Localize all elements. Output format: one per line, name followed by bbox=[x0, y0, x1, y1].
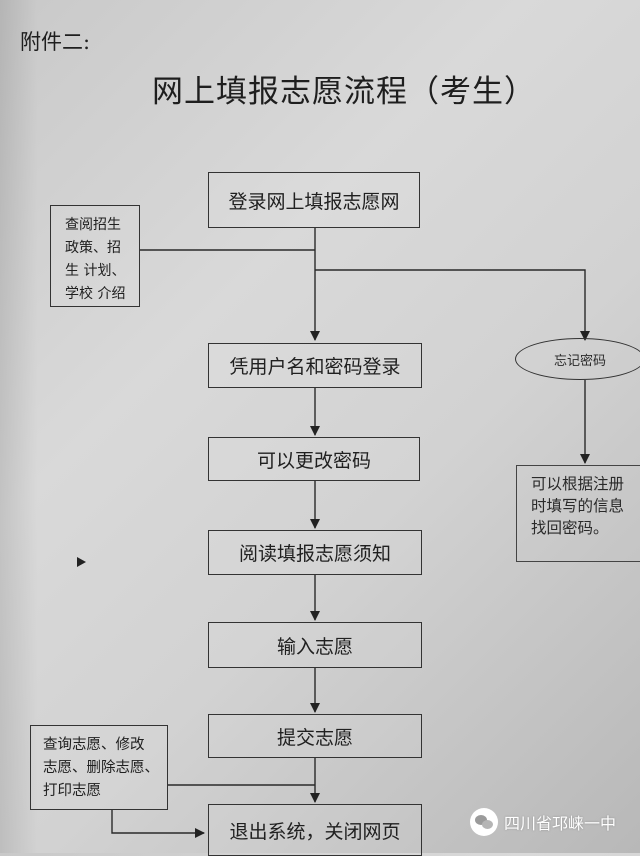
connector-branch-forgot bbox=[315, 269, 590, 341]
query-line: 志愿、删除志愿、 bbox=[43, 760, 159, 776]
step-label: 可以更改密码 bbox=[256, 449, 371, 472]
page-title: 网上填报志愿流程（考生） bbox=[152, 74, 536, 110]
step-label: 退出系统，关闭网页 bbox=[229, 820, 401, 843]
step-label: 凭用户名和密码登录 bbox=[229, 356, 401, 378]
step-submit-choices: 提交志愿 bbox=[208, 714, 422, 758]
query-line: 打印志愿 bbox=[43, 783, 101, 799]
watermark-text: 四川省邛崃一中 bbox=[504, 814, 617, 833]
watermark: 四川省邛崃一中 bbox=[470, 808, 616, 836]
step-input-choices: 输入志愿 bbox=[208, 622, 422, 668]
recover-note-box: 可以根据注册 时填写的信息 找回密码。 bbox=[516, 465, 640, 562]
connector-query-down bbox=[111, 810, 205, 838]
query-actions-box: 查询志愿、修改 志愿、删除志愿、 打印志愿 bbox=[30, 725, 168, 810]
step-login-site: 登录网上填报志愿网 bbox=[208, 172, 420, 228]
pointer-mark-icon bbox=[77, 557, 86, 567]
step-label: 提交志愿 bbox=[276, 726, 353, 749]
note-line: 时填写的信息 bbox=[531, 497, 625, 515]
forgot-password-label: 忘记密码 bbox=[553, 353, 606, 369]
wechat-icon bbox=[470, 808, 498, 836]
paper-shadow bbox=[0, 0, 38, 853]
step-login-credentials: 凭用户名和密码登录 bbox=[208, 343, 422, 388]
note-line: 找回密码。 bbox=[531, 519, 609, 537]
step-label: 输入志愿 bbox=[276, 635, 353, 658]
attachment-label: 附件二: bbox=[20, 30, 91, 54]
info-line: 查阅招生 bbox=[65, 217, 121, 233]
step-exit-system: 退出系统，关闭网页 bbox=[208, 804, 422, 856]
info-box: 查阅招生 政策、招生 计划、学校 介绍 bbox=[50, 205, 140, 307]
step-label: 阅读填报志愿须知 bbox=[238, 543, 391, 565]
query-line: 查询志愿、修改 bbox=[43, 737, 145, 753]
step-change-password: 可以更改密码 bbox=[208, 437, 420, 481]
info-line: 政策、招生 bbox=[65, 240, 121, 279]
note-line: 可以根据注册 bbox=[531, 475, 625, 493]
info-line: 计划、学校 bbox=[65, 263, 126, 302]
forgot-password-ellipse: 忘记密码 bbox=[515, 338, 640, 380]
step-label: 登录网上填报志愿网 bbox=[228, 190, 400, 213]
step-read-notice: 阅读填报志愿须知 bbox=[208, 530, 422, 575]
info-line: 介绍 bbox=[97, 286, 126, 302]
